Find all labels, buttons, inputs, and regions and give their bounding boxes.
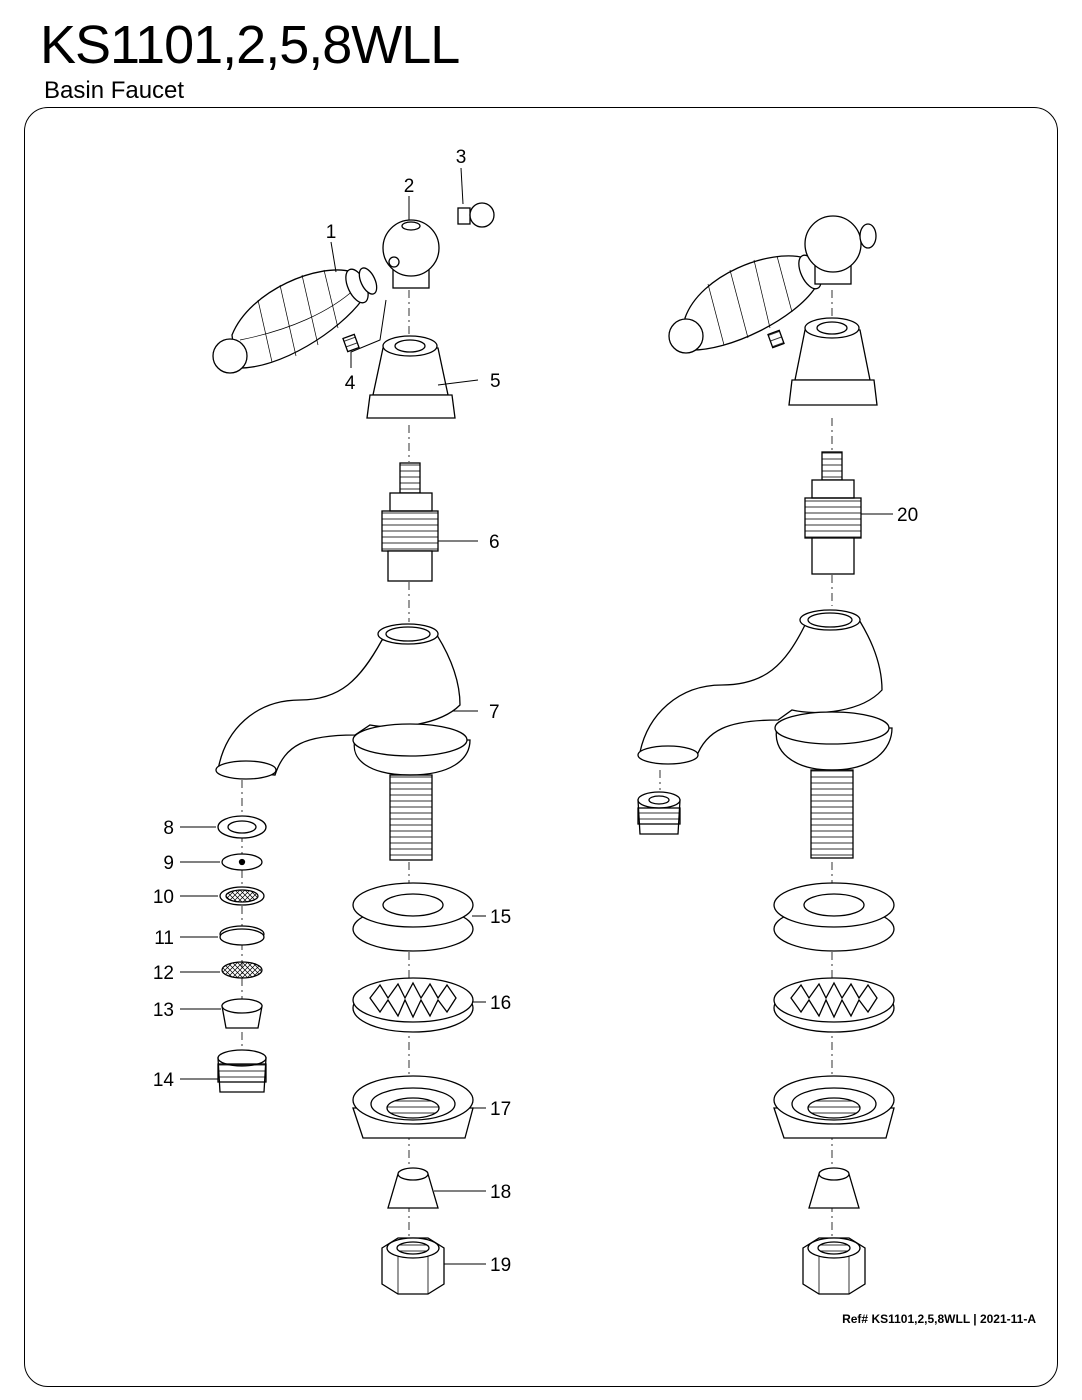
callout-2: 2 xyxy=(404,176,415,197)
callout-11: 11 xyxy=(154,928,174,949)
callout-17: 17 xyxy=(490,1099,511,1120)
cartridge-valve xyxy=(381,462,439,582)
page-subtitle: Basin Faucet xyxy=(44,77,185,104)
callout-6: 6 xyxy=(489,532,500,553)
callout-10: 10 xyxy=(153,887,174,908)
callout-16: 16 xyxy=(490,993,511,1014)
callout-3: 3 xyxy=(456,147,467,168)
lever-handle xyxy=(212,267,378,374)
axis-line xyxy=(659,290,833,1240)
flat-washer xyxy=(773,882,895,952)
lever-handle xyxy=(668,254,822,354)
mounting-nut xyxy=(352,1075,474,1139)
callout-13: 13 xyxy=(153,1000,174,1021)
callout-20: 20 xyxy=(897,505,918,526)
cone-washer xyxy=(808,1167,860,1209)
mounting-nut xyxy=(773,1075,895,1139)
callout-8: 8 xyxy=(163,818,174,839)
reference-number: Ref# KS1101,2,5,8WLL | 2021-11-A xyxy=(842,1312,1036,1326)
handle-hub xyxy=(382,219,440,289)
spout-body xyxy=(637,609,893,859)
leader-lines xyxy=(180,167,893,1265)
handle-hub xyxy=(804,215,877,285)
axis-line xyxy=(241,290,410,1240)
set-screw xyxy=(767,329,785,349)
flat-washer xyxy=(352,882,474,952)
callout-7: 7 xyxy=(489,702,500,723)
callout-labels: 1 2 3 4 5 6 7 8 9 10 11 12 13 14 15 16 1… xyxy=(153,147,918,1276)
callout-9: 9 xyxy=(163,853,174,874)
callout-1: 1 xyxy=(326,222,337,243)
cone-washer xyxy=(387,1167,439,1209)
callout-15: 15 xyxy=(490,907,511,928)
aerator-assembly xyxy=(637,791,681,835)
coupling-nut xyxy=(802,1237,866,1295)
page-title: KS1101,2,5,8WLL xyxy=(40,15,460,75)
aerator-parts xyxy=(217,815,267,1093)
bonnet-cap xyxy=(366,335,456,419)
lock-washer xyxy=(773,977,895,1033)
button-cap xyxy=(457,202,495,228)
diagram-frame xyxy=(24,107,1058,1387)
coupling-nut xyxy=(381,1237,445,1295)
callout-12: 12 xyxy=(153,963,174,984)
lock-washer xyxy=(352,977,474,1033)
cartridge-valve xyxy=(804,451,862,575)
callout-5: 5 xyxy=(490,371,501,392)
callout-19: 19 xyxy=(490,1255,511,1276)
callout-18: 18 xyxy=(490,1182,511,1203)
bonnet-cap xyxy=(788,317,878,406)
set-screw xyxy=(342,333,360,353)
callout-4: 4 xyxy=(345,373,356,394)
callout-14: 14 xyxy=(153,1070,175,1091)
spout-body xyxy=(215,623,471,861)
